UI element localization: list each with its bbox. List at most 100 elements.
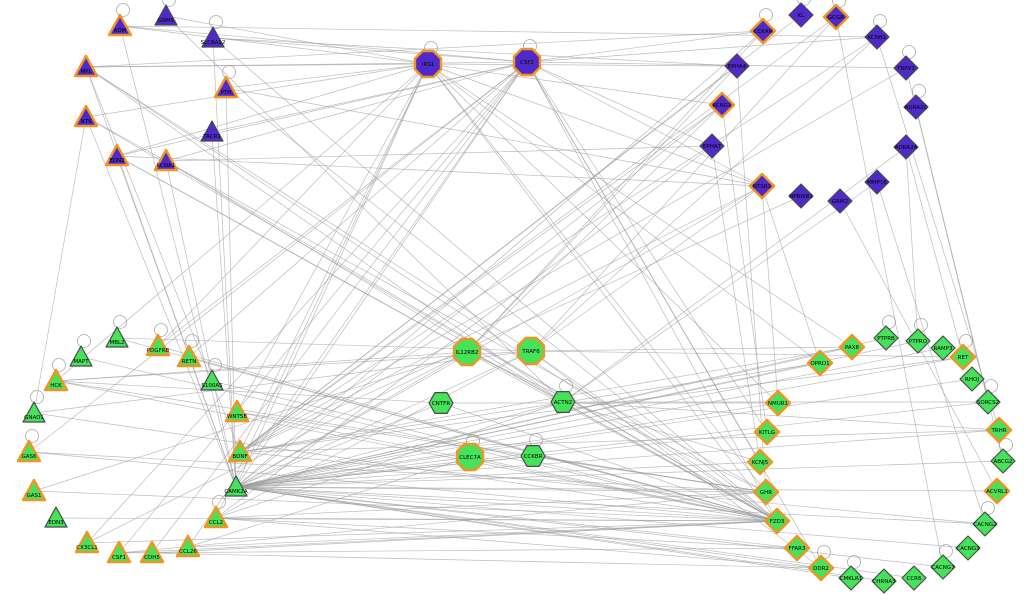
triangle-node-shape <box>200 120 224 142</box>
self-loop-edge <box>222 65 236 79</box>
self-loop-edge <box>154 323 168 337</box>
node-CCKAR[interactable]: CCKAR <box>749 17 777 45</box>
node-GAS1[interactable]: GAS1 <box>21 478 47 502</box>
node-SLC6A12[interactable]: SLC6A12 <box>201 26 226 48</box>
node-KCNA1[interactable]: KCNA1 <box>153 148 179 172</box>
edge <box>235 30 764 488</box>
node-CMKLR1[interactable]: CMKLR1 <box>838 565 864 591</box>
self-loop-edge <box>912 84 926 98</box>
node-WNT5B[interactable]: WNT5B <box>224 399 250 423</box>
triangle-node-shape <box>73 54 99 78</box>
node-EPHA7[interactable]: EPHA7 <box>699 133 725 159</box>
node-ADRA2A[interactable]: ADRA2A <box>893 134 919 160</box>
node-S100A5[interactable]: S100A5 <box>200 369 224 391</box>
node-GHR[interactable]: GHR <box>752 478 780 506</box>
node-CCR6[interactable]: CCR6 <box>901 565 927 591</box>
node-KL[interactable]: KL <box>788 2 814 28</box>
node-HCK[interactable]: HCK <box>43 368 69 392</box>
node-CACNG7[interactable]: CACNG7 <box>930 554 956 580</box>
node-TACR1[interactable]: TACR1 <box>200 120 224 142</box>
node-SORCS2[interactable]: SORCS2 <box>975 389 1001 415</box>
edge <box>427 63 853 348</box>
node-MPL[interactable]: MPL <box>73 54 99 78</box>
node-ADM[interactable]: ADM <box>107 13 133 37</box>
edge <box>526 61 713 147</box>
node-ADRA2C[interactable]: ADRA2C <box>903 94 929 120</box>
node-ABCG2[interactable]: ABCG2 <box>990 448 1016 474</box>
node-ACTN2[interactable]: ACTN2 <box>550 391 576 413</box>
node-GRM2[interactable]: GRM2 <box>827 188 853 214</box>
node-MAPT[interactable]: MAPT <box>69 345 93 367</box>
node-CACNG3[interactable]: CACNG3 <box>955 535 981 561</box>
edge <box>151 552 822 569</box>
node-MBL2[interactable]: MBL2 <box>105 326 129 348</box>
node-CCL2[interactable]: CCL2 <box>203 505 229 529</box>
edge <box>118 61 528 554</box>
node-IRS1[interactable]: IRS1 <box>413 49 443 79</box>
triangle-node-shape <box>104 143 130 167</box>
node-NTSR1[interactable]: NTSR1 <box>748 172 776 200</box>
edge <box>116 155 237 488</box>
diamond-node-shape <box>807 554 835 582</box>
node-EDN2[interactable]: EDN2 <box>104 143 130 167</box>
node-CACNG2[interactable]: CACNG2 <box>972 511 998 537</box>
triangle-node-shape <box>213 75 239 99</box>
triangle-node-shape <box>139 540 165 564</box>
diamond-node-shape <box>838 333 866 361</box>
edge <box>427 63 821 364</box>
edge <box>236 63 429 413</box>
edge <box>562 146 907 403</box>
edge <box>427 63 723 106</box>
edge <box>85 116 767 493</box>
edge <box>235 347 944 488</box>
triangle-node-shape <box>200 369 224 391</box>
node-KITLG[interactable]: KITLG <box>753 418 781 446</box>
node-TRPV1[interactable]: TRPV1 <box>893 55 919 81</box>
edge <box>85 116 237 488</box>
node-ACVRL1[interactable]: ACVRL1 <box>983 477 1011 505</box>
edge <box>119 25 429 65</box>
triangle-node-shape <box>175 534 201 558</box>
diamond-node-shape <box>827 188 853 214</box>
self-loop-edge <box>984 379 998 393</box>
edge <box>85 66 241 453</box>
node-MMP16[interactable]: MMP16 <box>864 169 890 195</box>
edge <box>239 346 853 453</box>
edge <box>86 61 528 544</box>
triangle-node-shape <box>21 478 47 502</box>
edge <box>116 155 564 403</box>
triangle-node-shape <box>224 475 248 497</box>
triangle-node-shape <box>16 439 42 463</box>
edge <box>466 351 767 493</box>
edge <box>119 25 237 488</box>
edge <box>165 160 564 403</box>
node-GCGR[interactable]: GCGR <box>822 3 850 31</box>
diamond-node-shape <box>749 17 777 45</box>
octagon-node-shape <box>413 49 443 79</box>
node-CSF2[interactable]: CSF2 <box>512 47 542 77</box>
node-KCNJ5[interactable]: KCNJ5 <box>746 448 774 476</box>
node-CLEC7A[interactable]: CLEC7A <box>455 442 485 472</box>
edge <box>530 350 822 569</box>
diamond-node-shape <box>699 133 725 159</box>
triangle-node-shape <box>105 326 129 348</box>
node-TRAF6[interactable]: TRAF6 <box>516 336 546 366</box>
node-GAS6[interactable]: GAS6 <box>16 439 42 463</box>
edge <box>239 429 1000 453</box>
node-EDN3[interactable]: EDN3 <box>44 506 68 528</box>
edge <box>239 362 821 453</box>
node-IL12RB2[interactable]: IL12RB2 <box>452 337 482 367</box>
node-GRM5[interactable]: GRM5 <box>154 4 178 26</box>
node-NPBWR1[interactable]: NPBWR1 <box>788 183 814 209</box>
edge <box>225 87 763 187</box>
self-loop-edge <box>873 14 887 28</box>
node-FZD3[interactable]: FZD3 <box>763 507 791 535</box>
node-PTPRO[interactable]: PTPRO <box>905 328 931 354</box>
edge <box>55 63 429 382</box>
node-DDR2[interactable]: DDR2 <box>807 554 835 582</box>
node-KCNB1[interactable]: KCNB1 <box>864 24 890 50</box>
node-CNTFR[interactable]: CNTFR <box>428 392 454 414</box>
node-CCKBR[interactable]: CCKBR <box>520 445 546 467</box>
